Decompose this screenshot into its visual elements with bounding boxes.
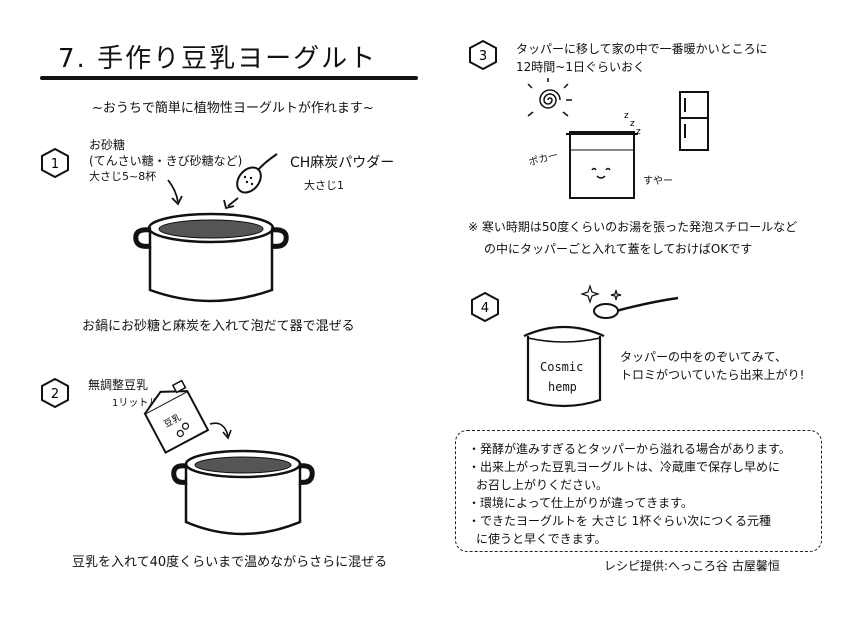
step-1-sugar-amount: 大さじ5~8杯 — [89, 170, 157, 183]
step-1-sugar-name: お砂糖 — [89, 138, 126, 152]
step-2-pot-illustration: 豆乳 — [143, 379, 315, 536]
step-2-soymilk-amount: 1リットル — [112, 398, 159, 409]
pot-icon — [171, 449, 315, 536]
step-2-instruction: 豆乳を入れて40度くらいまで温めながらさらに混ぜる — [72, 555, 388, 570]
step-3-number: 3 — [479, 49, 487, 64]
note-item-4-cont: に使うと早くできます。 — [476, 532, 607, 546]
step-4-badge: 4 — [471, 291, 499, 323]
spoon-icon — [236, 153, 278, 194]
subtitle: ~おうちで簡単に植物性ヨーグルトが作れます~ — [92, 101, 374, 116]
sparkle-icon — [610, 289, 622, 301]
step-3-sfx-right: すやー — [643, 176, 673, 187]
note-item-1: ・発酵が進みすぎるとタッパーから溢れる場合があります。 — [468, 442, 791, 456]
recipe-credit: レシピ提供:へっころ谷 古屋馨恒 — [604, 559, 780, 573]
sparkle-icon — [580, 284, 600, 304]
step-1-number: 1 — [51, 157, 59, 172]
note-item-2-cont: お召し上がりください。 — [476, 478, 609, 492]
notes-box: ・発酵が進みすぎるとタッパーから溢れる場合があります。 ・出来上がった豆乳ヨーグ… — [455, 430, 822, 552]
svg-text:z: z — [624, 111, 629, 121]
step-3-badge: 3 — [469, 39, 497, 71]
step-1-badge: 1 — [41, 147, 69, 179]
container-label-line1: Cosmic — [540, 360, 584, 374]
spoon-icon — [593, 296, 679, 319]
step-2-soymilk-name: 無調整豆乳 — [88, 378, 149, 392]
step-3-instruction-line1: タッパーに移して家の中で一番暖かいところに — [516, 42, 768, 56]
step-1-sugar-detail: (てんさい糖・きび砂糖など) — [89, 154, 243, 168]
step-1-instruction: お鍋にお砂糖と麻炭を入れて泡だて器で混ぜる — [82, 319, 355, 334]
note-item-3: ・環境によって仕上がりが違ってきます。 — [468, 496, 693, 510]
step-1-pot-illustration — [133, 153, 289, 303]
container-label-line2: hemp — [548, 380, 577, 394]
svg-text:z: z — [630, 119, 635, 129]
step-3-note-line2: の中にタッパーごと入れて蓋をしておけばOKです — [484, 242, 753, 256]
step-4-number: 4 — [481, 301, 489, 316]
step-2-number: 2 — [51, 387, 59, 402]
svg-text:z: z — [636, 127, 641, 137]
tupperware-container-icon — [566, 131, 638, 199]
step-3-instruction-line2: 12時間~1日ぐらいおく — [516, 60, 645, 74]
note-item-2: ・出来上がった豆乳ヨーグルトは、冷蔵庫で保存し早めに — [468, 460, 781, 474]
step-1-charcoal-name: CH麻炭パウダー — [290, 155, 395, 171]
soymilk-carton-icon: 豆乳 — [143, 379, 210, 454]
page-title: 7. 手作り豆乳ヨーグルト — [58, 44, 378, 74]
step-2-badge: 2 — [41, 377, 69, 409]
pot-icon — [133, 212, 289, 303]
step-4-instruction-line1: タッパーの中をのぞいてみて、 — [620, 350, 788, 364]
yogurt-container-icon — [523, 325, 605, 408]
title-underline — [40, 76, 418, 80]
note-item-4: ・できたヨーグルトを 大さじ 1杯ぐらい次につくる元種 — [468, 514, 772, 528]
step-4-instruction-line2: トロミがついていたら出来上がり! — [620, 368, 805, 382]
sun-icon — [527, 78, 572, 117]
step-3-illustration: z z z — [527, 78, 709, 199]
step-1-charcoal-amount: 大さじ1 — [304, 179, 344, 192]
step-3-note-line1: ※ 寒い時期は50度くらいのお湯を張った発泡スチロールなど — [468, 220, 798, 234]
step-4-illustration — [523, 284, 679, 408]
refrigerator-icon — [679, 91, 709, 151]
